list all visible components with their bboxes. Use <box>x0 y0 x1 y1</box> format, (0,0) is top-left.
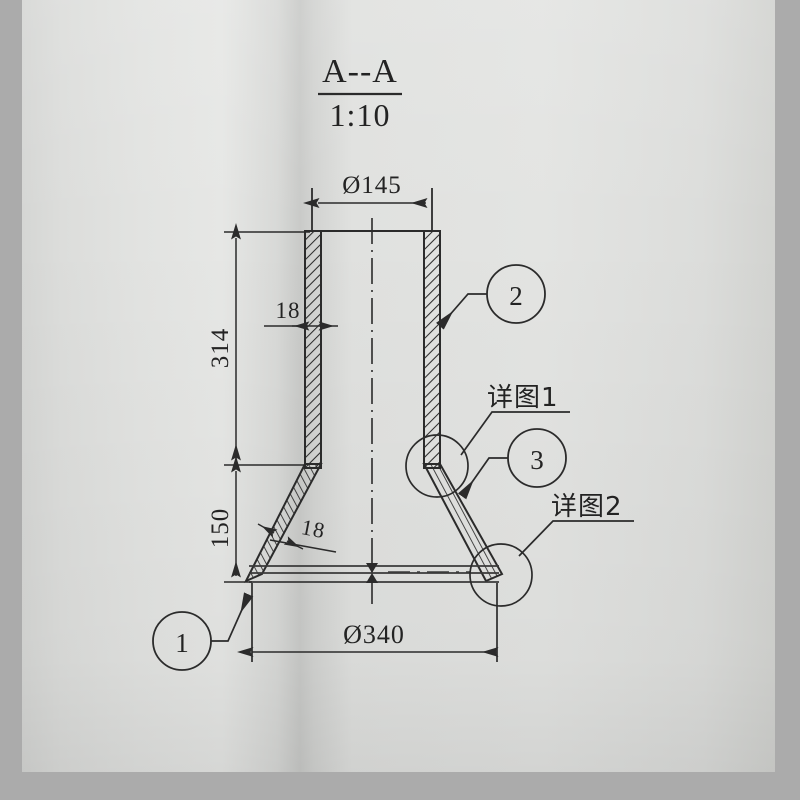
balloon-2[interactable]: 2 <box>436 264 546 330</box>
centerline-bowtie-marker <box>366 563 378 583</box>
dim-arrow-upper <box>257 523 278 538</box>
dim-label-thk-cone: 18 <box>299 514 327 543</box>
dim-label-dia-top: Ø145 <box>342 172 402 199</box>
balloon-label: 2 <box>509 281 523 311</box>
detail-leader <box>460 411 570 456</box>
balloon-leader <box>436 293 487 330</box>
detail-callout-1[interactable]: 详图1 <box>460 383 570 456</box>
balloon-leader <box>211 592 254 642</box>
dim-label-150: 150 <box>207 508 234 549</box>
dim-label-314: 314 <box>207 328 234 369</box>
detail-circle-2 <box>469 543 533 607</box>
dim-label-dia-bottom: Ø340 <box>343 620 405 649</box>
leader-underline <box>269 539 337 553</box>
dimension-dia-bottom: Ø340 <box>237 583 499 662</box>
detail-label-2: 详图2 <box>551 492 623 522</box>
title-block: A--A 1:10 <box>318 53 402 133</box>
view-scale: 1:10 <box>330 97 391 133</box>
dimension-thickness-cone: 18 <box>257 514 337 553</box>
balloon-leader <box>457 457 508 500</box>
balloon-label: 1 <box>175 628 189 658</box>
balloon-3[interactable]: 3 <box>457 428 567 500</box>
dim-arrow-lower <box>283 536 304 550</box>
cone-wall-left <box>243 463 323 584</box>
dimension-thickness-upper: 18 <box>264 298 338 331</box>
paper-sheet <box>22 0 775 772</box>
detail-circle-1 <box>405 434 469 498</box>
detail-label-1: 详图1 <box>487 383 559 413</box>
balloon-1[interactable]: 1 <box>152 592 254 671</box>
view-title: A--A <box>322 53 398 90</box>
detail-leader <box>518 520 634 557</box>
pipe-wall-left <box>304 230 322 469</box>
balloon-label: 3 <box>530 445 544 475</box>
cone-wall-right <box>422 463 504 583</box>
dim-label-thk-upper: 18 <box>276 298 301 323</box>
dimension-heights: 314 150 <box>207 223 310 583</box>
pipe-wall-right <box>423 230 441 469</box>
detail-callout-2[interactable]: 详图2 <box>518 492 634 557</box>
dimension-dia-top: Ø145 <box>303 172 433 232</box>
